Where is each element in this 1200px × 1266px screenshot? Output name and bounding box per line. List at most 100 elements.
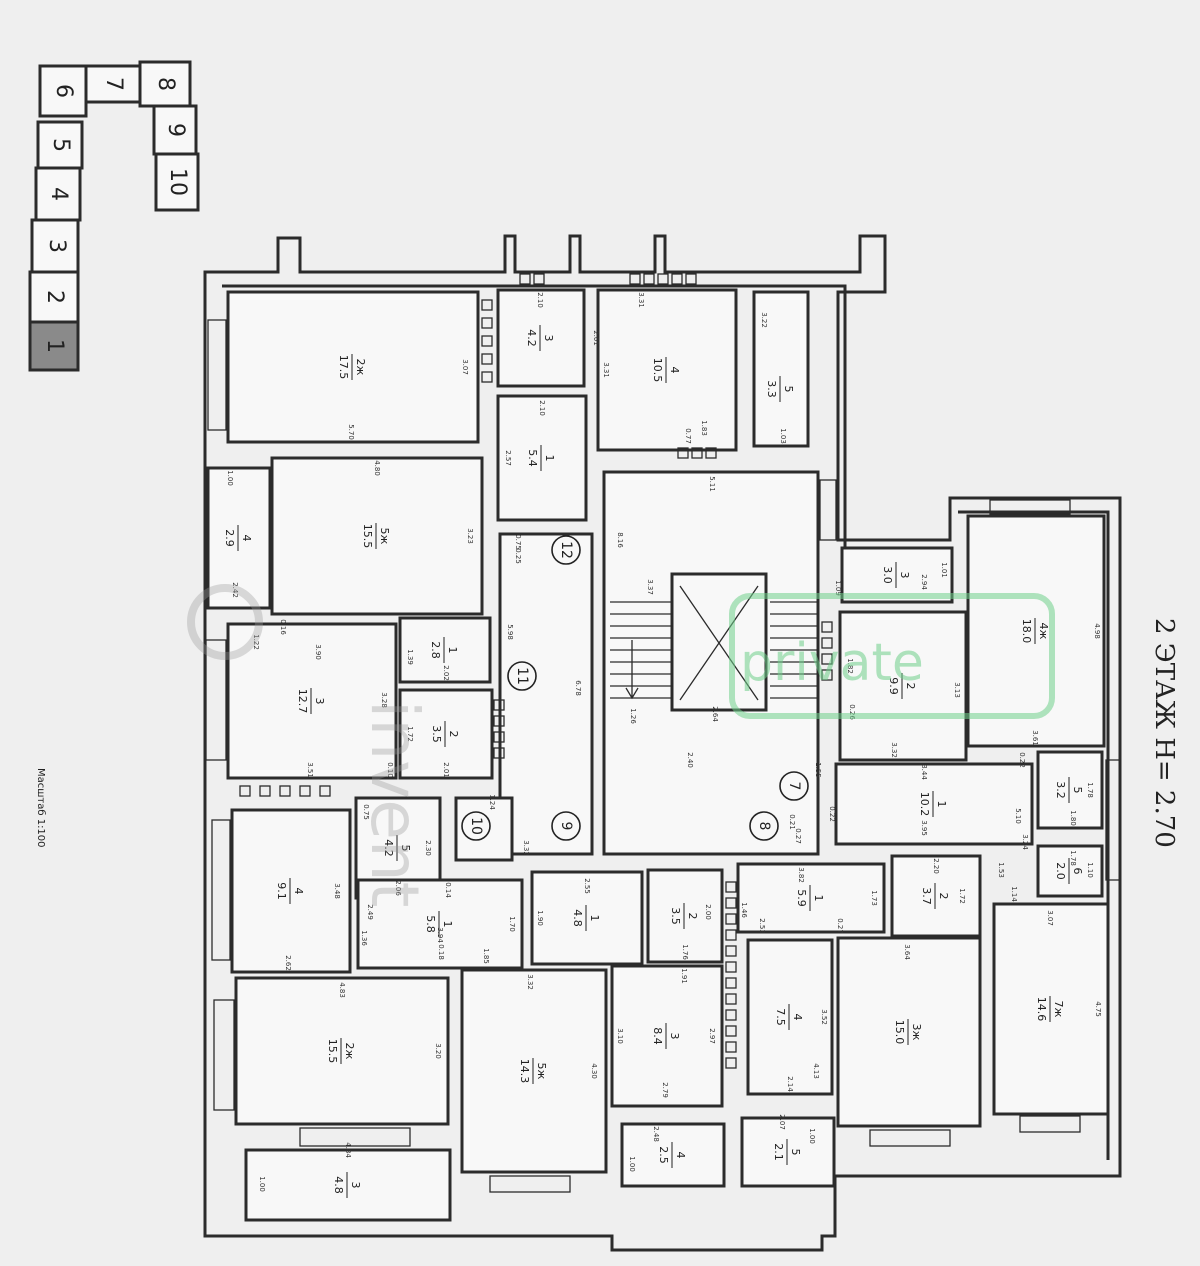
vent-duct xyxy=(481,335,493,347)
vent-duct xyxy=(725,961,737,973)
room-number: 4 xyxy=(240,535,253,542)
room-a5-1 xyxy=(530,870,644,966)
room-a3-1 xyxy=(834,762,1034,846)
dimension-label: 3.31 xyxy=(602,362,610,378)
room-area: 3.5 xyxy=(669,907,682,925)
watermark-badge xyxy=(729,593,1055,719)
dimension-label: 1.09 xyxy=(834,580,842,596)
window xyxy=(489,1175,571,1193)
room-area: 7.5 xyxy=(774,1008,787,1026)
dimension-label: 1.14 xyxy=(1010,886,1018,902)
dimension-label: 3.32 xyxy=(522,840,530,856)
room-a5-4 xyxy=(620,1122,726,1188)
key-plan-label: 10 xyxy=(165,168,190,196)
scale-label: Масштаб 1:100 xyxy=(35,768,46,848)
room-number: 5ж xyxy=(378,528,391,545)
vent-duct xyxy=(821,637,833,649)
dimension-label: 3.37 xyxy=(646,579,654,595)
vent-duct xyxy=(481,299,493,311)
stair-marker: 8 xyxy=(749,811,779,841)
vent-duct xyxy=(725,977,737,989)
room-area: 2.8 xyxy=(429,641,442,659)
room-a3-5 xyxy=(1036,750,1104,830)
dimension-label: 1.85 xyxy=(482,948,490,964)
key-plan-label: 6 xyxy=(51,84,76,98)
dimension-label: 2.55 xyxy=(583,878,591,894)
room-a1-1 xyxy=(398,616,492,684)
window xyxy=(1105,759,1121,881)
dimension-label: 3.22 xyxy=(760,312,768,328)
dimension-label: 3.32 xyxy=(526,974,534,990)
dimension-label: 2.57 xyxy=(504,450,512,466)
windows xyxy=(205,319,1121,1193)
room-a4-1 xyxy=(356,878,524,970)
room-area: 2.0 xyxy=(1054,862,1067,880)
room-area: 3.5 xyxy=(430,725,443,743)
key-cell-5 xyxy=(36,120,84,170)
room-number: 2 xyxy=(937,893,950,900)
room-label: 54.2 xyxy=(382,835,412,861)
dimension-label: 3.61 xyxy=(1031,730,1039,746)
dimension-label: 3.94 xyxy=(436,927,444,943)
marker-circle xyxy=(779,771,809,801)
apartment-4 xyxy=(230,796,524,1222)
room-area: 3.0 xyxy=(881,566,894,584)
floor-title: 2 ЭТАЖ H= 2.70 xyxy=(1149,618,1179,848)
room-a1-5 xyxy=(270,456,484,616)
room-a1-3 xyxy=(226,622,398,780)
stair-treads-right xyxy=(770,601,818,699)
room-number: 3 xyxy=(349,1182,362,1189)
room-area: 5.9 xyxy=(795,889,808,907)
dimension-label: 1.78 xyxy=(1086,782,1094,798)
vent-duct xyxy=(319,785,331,797)
room-area: 15.5 xyxy=(361,524,374,549)
dimension-label: 2.00 xyxy=(704,904,712,920)
vent-duct xyxy=(725,913,737,925)
key-plan-label: 2 xyxy=(42,290,67,304)
apartment-6 xyxy=(736,854,1110,1188)
room-a4-3 xyxy=(244,1148,452,1222)
room-number: 3 xyxy=(898,572,911,579)
room-area: 10.5 xyxy=(651,358,664,383)
key-plan-label: 1 xyxy=(42,339,67,353)
key-cell-6 xyxy=(38,64,88,118)
dimension-label: 3.48 xyxy=(333,883,341,899)
room-a1-4 xyxy=(206,466,272,610)
room-number: 2 xyxy=(686,913,699,920)
window xyxy=(207,319,227,431)
room-number: 2 xyxy=(447,731,460,738)
room-area: 14.6 xyxy=(1035,997,1048,1022)
window xyxy=(819,479,837,541)
dimension-label: 3.32 xyxy=(890,742,898,758)
dimension-label: 2.94 xyxy=(920,574,928,590)
watermark-brand: invent xyxy=(356,700,433,908)
dimension-label: 4.30 xyxy=(590,1063,598,1079)
vent-duct xyxy=(493,731,505,743)
dimension-label: 0.77 xyxy=(684,428,692,444)
dimension-label: 1.72 xyxy=(406,726,414,742)
vent-duct xyxy=(657,273,669,285)
vent-duct xyxy=(299,785,311,797)
elevator-cross xyxy=(679,585,759,701)
dimension-label: 2.01 xyxy=(442,762,450,778)
key-cell-9 xyxy=(152,104,198,156)
vent-duct xyxy=(725,1057,737,1069)
dimension-label: 1.03 xyxy=(779,428,787,444)
room-number: 1 xyxy=(588,915,601,922)
room-number: 1 xyxy=(441,921,454,928)
room-label: 53.3 xyxy=(765,376,795,402)
dimension-label: 1.91 xyxy=(680,968,688,984)
dimension-label: 0.18 xyxy=(437,944,445,960)
dimension-label: 3.23 xyxy=(466,528,474,544)
dimension-label: 1.24 xyxy=(488,794,496,810)
room-label: 15.9 xyxy=(795,885,825,911)
vent-duct xyxy=(643,273,655,285)
room-a6-1 xyxy=(736,862,886,934)
room-label: 47.5 xyxy=(774,1004,804,1030)
key-plan-label: 3 xyxy=(44,239,69,253)
dimension-label: 5.70 xyxy=(347,424,355,440)
